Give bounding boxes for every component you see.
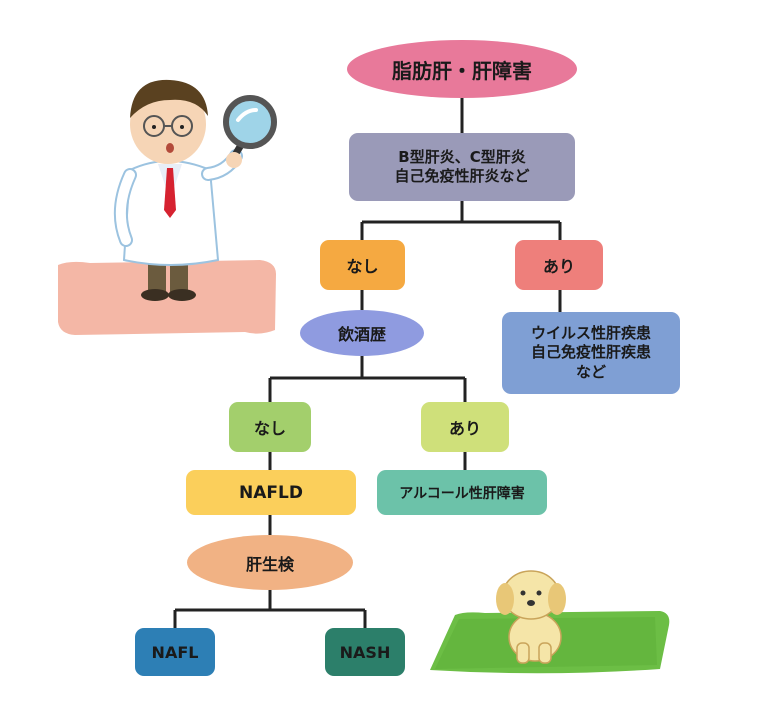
branch2-yes-node: あり [421,402,509,452]
alcohol-history-label: 飲酒歴 [337,325,386,344]
branch1-no-label: なし [346,257,379,276]
branch2-no-node: なし [229,402,311,452]
check-label-line2: 自己免疫性肝炎など [394,167,530,185]
root-label: 脂肪肝・肝障害 [392,58,532,83]
result-line3: など [575,362,606,381]
nafld-label: NAFLD [239,482,303,503]
nafld-node: NAFLD [186,470,356,515]
nash-node: NASH [325,628,405,676]
viral-autoimmune-result-node: ウイルス性肝疾患 自己免疫性肝疾患 など [502,312,680,394]
biopsy-node: 肝生検 [187,535,353,590]
puppy-on-grass-illustration [430,570,670,674]
result-line2: 自己免疫性肝疾患 [530,343,651,362]
branch2-yes-label: あり [448,419,481,438]
branch2-no-label: なし [253,419,286,438]
nash-label: NASH [339,642,391,662]
biopsy-label: 肝生検 [245,554,294,574]
doctor-with-magnifier-illustration [58,79,277,335]
alcoholic-liver-result-label: アルコール性肝障害 [399,485,525,502]
branch1-yes-node: あり [515,240,603,290]
alcoholic-liver-result-node: アルコール性肝障害 [377,470,547,515]
check-label-line1: B型肝炎、C型肝炎 [398,147,526,166]
branch1-yes-label: あり [542,257,575,276]
root-node: 脂肪肝・肝障害 [347,40,577,98]
alcohol-history-node: 飲酒歴 [300,310,424,356]
nafl-label: NAFL [151,642,199,662]
branch1-no-node: なし [320,240,405,290]
result-line1: ウイルス性肝疾患 [530,323,651,342]
check-node: B型肝炎、C型肝炎 自己免疫性肝炎など [349,133,575,201]
nafl-node: NAFL [135,628,215,676]
